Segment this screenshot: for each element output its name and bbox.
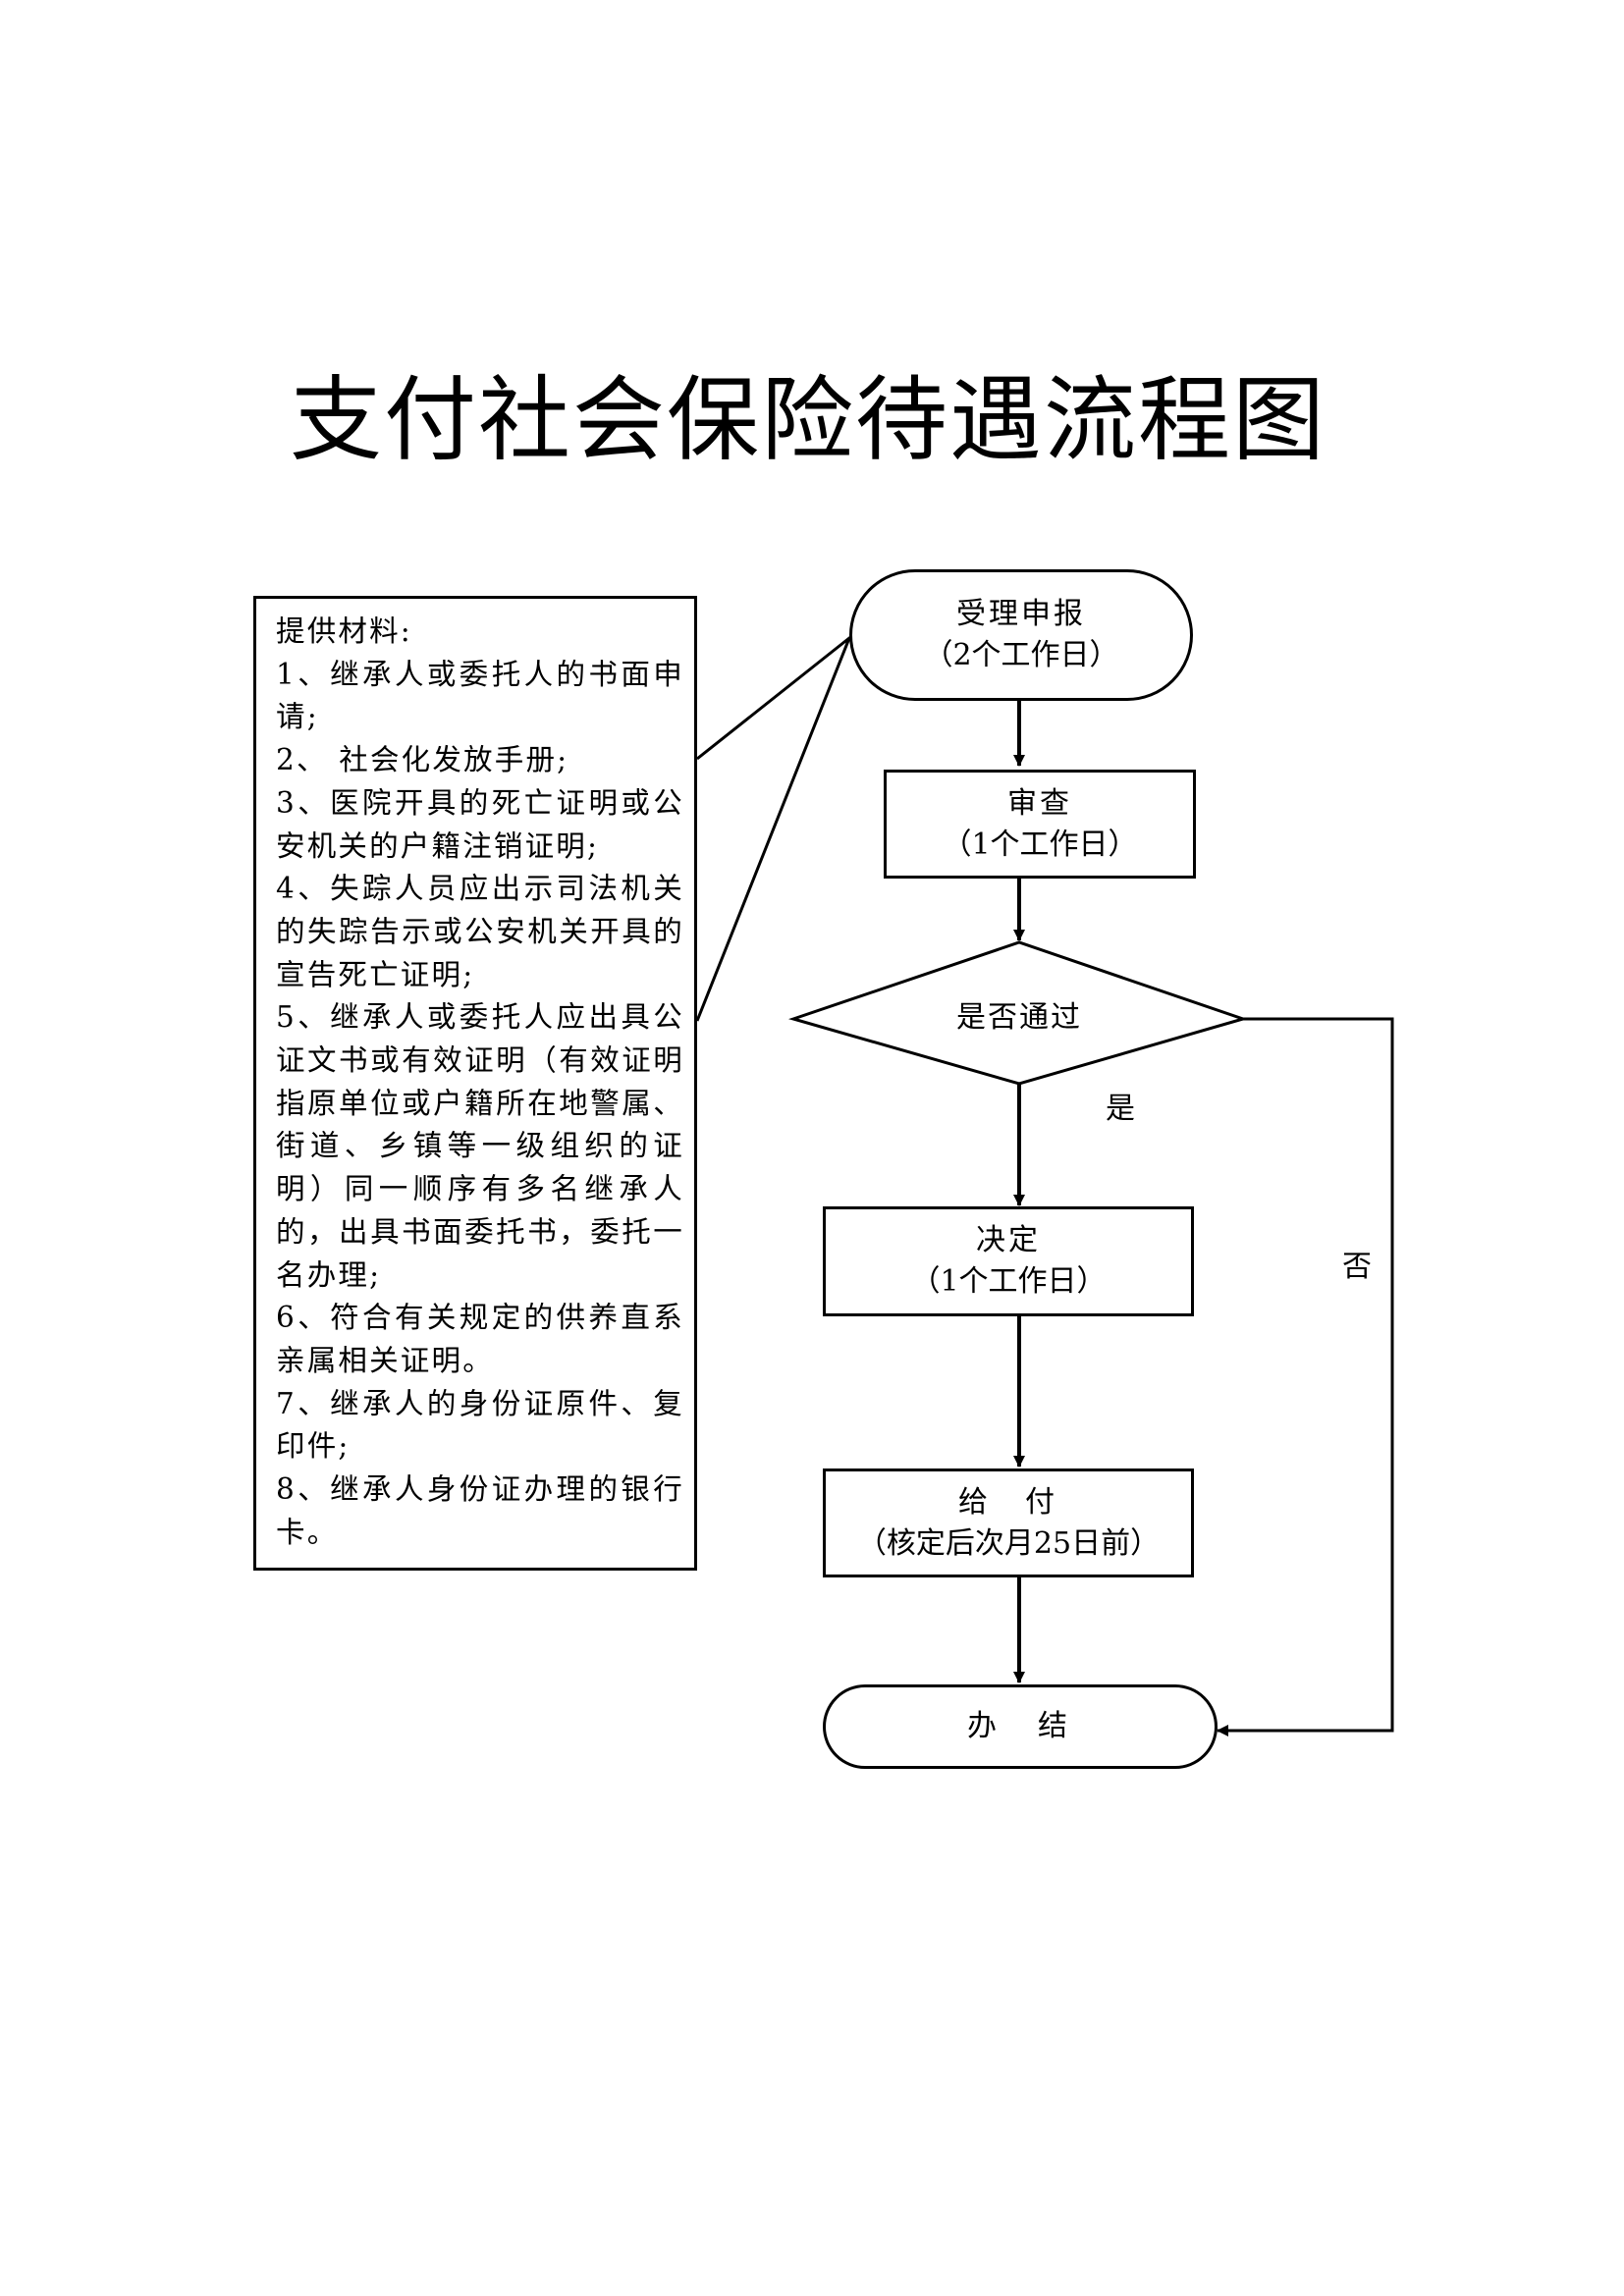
node-decide: 决定 （1个工作日） [823,1206,1194,1316]
node-review: 审查 （1个工作日） [884,770,1196,879]
material-item-6: 6、符合有关规定的供养直系亲属相关证明。 [276,1301,684,1377]
decision-yes-label: 是 [1106,1092,1135,1126]
node-pay-time: （核定后次月25日前） [856,1525,1161,1561]
material-item-4: 4、失踪人员应出示司法机关的失踪告示或公安机关开具的宣告死亡证明; [276,872,684,991]
materials-box: 提供材料: 1、继承人或委托人的书面申请; 2、 社会化发放手册; 3、医院开具… [253,596,697,1571]
material-item-7: 7、继承人的身份证原件、复印件; [276,1386,684,1464]
node-finish: 办 结 [823,1684,1218,1769]
node-finish-label: 办 结 [967,1709,1073,1743]
node-pay: 给 付 （核定后次月25日前） [823,1468,1194,1577]
material-item-5: 5、继承人或委托人应出具公证文书或有效证明（有效证明指原单位或户籍所在地警属、街… [276,1000,684,1292]
node-accept-label: 受理申报 [956,597,1086,631]
callout-line [695,633,853,1022]
material-item-3: 3、医院开具的死亡证明或公安机关的户籍注销证明; [276,785,684,863]
node-decide-label: 决定 [976,1223,1041,1257]
material-item-2: 2、 社会化发放手册; [276,743,569,777]
page-title: 支付社会保险待遇流程图 [290,367,1327,474]
node-accept: 受理申报 （2个工作日） [849,569,1193,701]
node-review-time: （1个工作日） [942,827,1138,862]
materials-heading: 提供材料: [276,614,412,648]
decision-no-label: 否 [1342,1250,1372,1284]
decision-label: 是否通过 [956,1000,1082,1035]
node-accept-time: （2个工作日） [923,638,1119,672]
node-pay-label: 给 付 [958,1484,1058,1520]
material-item-1: 1、继承人或委托人的书面申请; [276,657,684,734]
arrow-no-branch [1217,1017,1394,1736]
material-item-8: 8、继承人身份证办理的银行卡。 [276,1472,684,1549]
node-decide-time: （1个工作日） [910,1264,1107,1299]
node-review-label: 审查 [1007,785,1072,821]
